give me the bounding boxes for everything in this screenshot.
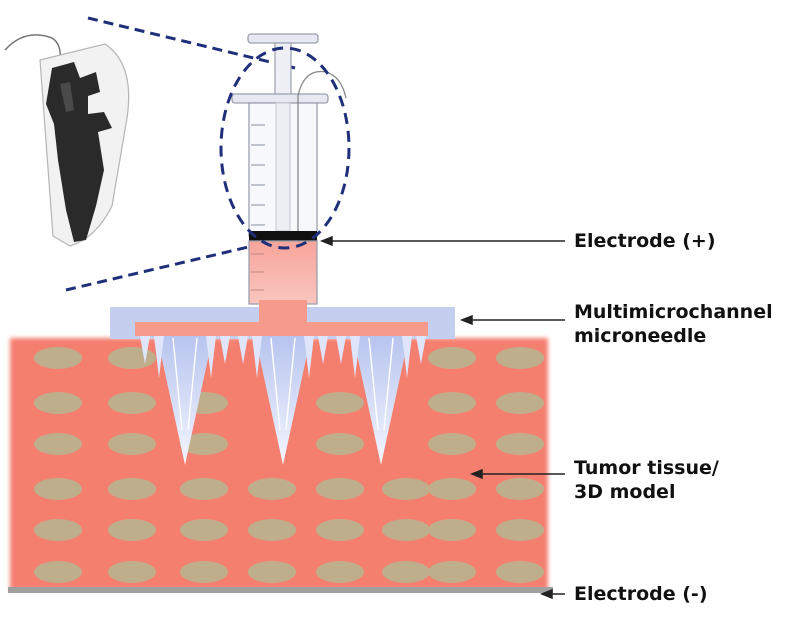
electrode-positive-plate <box>249 231 317 241</box>
label-electrode-positive: Electrode (+) <box>574 229 716 253</box>
tissue-cell <box>108 561 156 583</box>
microneedle-small <box>336 336 346 364</box>
tissue-cell <box>108 392 156 414</box>
syringe <box>219 33 351 305</box>
electrode-highlight <box>60 82 74 112</box>
tissue-cell <box>496 561 544 583</box>
tissue-cell <box>316 561 364 583</box>
tissue-cell <box>496 519 544 541</box>
tissue-cell <box>248 561 296 583</box>
tissue-cell <box>428 392 476 414</box>
microneedle-small <box>140 336 150 364</box>
label-microneedle: Multimicrochannel microneedle <box>574 300 773 348</box>
tissue-cell <box>180 561 228 583</box>
microchannel-line <box>383 337 394 431</box>
microneedle-small <box>416 336 426 364</box>
microneedle-small <box>318 336 328 364</box>
electrode-negative-plate <box>8 587 553 593</box>
tissue-cell <box>496 433 544 455</box>
tissue-cell <box>428 478 476 500</box>
tissue-cell <box>316 392 364 414</box>
tissue-cell <box>108 519 156 541</box>
tissue-cell <box>34 347 82 369</box>
microneedle-small <box>220 336 230 364</box>
tissue-cell <box>248 519 296 541</box>
tissue-cell <box>108 347 156 369</box>
label-tumor-tissue: Tumor tissue/ 3D model <box>574 456 719 504</box>
tissue-cell <box>34 433 82 455</box>
microneedle-small <box>350 336 360 378</box>
tissue-cell <box>496 347 544 369</box>
fluid-channel <box>259 300 307 324</box>
microchannel-line <box>270 337 281 431</box>
tissue-cell <box>316 519 364 541</box>
tissue-cell <box>180 519 228 541</box>
tissue-cell <box>180 478 228 500</box>
tissue-cell <box>180 433 228 455</box>
patch-base <box>135 322 428 336</box>
microneedle-small <box>402 336 412 378</box>
microchannel-line <box>285 337 296 431</box>
electrode-zoom-inset <box>4 34 130 247</box>
tissue-cell <box>428 561 476 583</box>
tissue-cell <box>496 478 544 500</box>
tumor-tissue <box>10 338 548 590</box>
arrowhead-electrode-neg <box>539 588 553 600</box>
microneedle-array <box>140 336 426 465</box>
zoom-line-top <box>87 16 296 70</box>
electrode-piece <box>46 62 112 242</box>
tissue-cell <box>34 519 82 541</box>
label-microneedle-line2: microneedle <box>574 325 707 347</box>
tissue-cell <box>34 392 82 414</box>
label-electrode-negative: Electrode (-) <box>574 582 708 606</box>
tissue-cell <box>428 433 476 455</box>
microneedle <box>255 336 311 465</box>
electrode-wire <box>4 34 62 63</box>
tissue-cell <box>248 478 296 500</box>
zoom-line-bottom <box>65 238 279 292</box>
tissue-cell <box>108 478 156 500</box>
microchannel-line <box>187 337 198 431</box>
label-microneedle-line1: Multimicrochannel <box>574 301 773 323</box>
tissue-cell <box>382 561 430 583</box>
plunger-cap <box>247 33 319 44</box>
tissue-cell <box>428 347 476 369</box>
label-tumor-line1: Tumor tissue/ <box>574 457 719 479</box>
tissue-cell <box>382 519 430 541</box>
label-tumor-line2: 3D model <box>574 481 676 503</box>
label-arrows <box>319 235 565 600</box>
tissue-cell <box>316 478 364 500</box>
arrowhead-tumor <box>469 468 483 480</box>
microchannel-line <box>368 337 379 431</box>
tissue-cell <box>428 519 476 541</box>
microneedle-small <box>154 336 164 378</box>
tissue-cell <box>316 433 364 455</box>
microneedle <box>157 336 213 465</box>
zoom-ellipse <box>219 46 351 250</box>
tissue-cell <box>34 561 82 583</box>
arrowhead-microneedle <box>459 314 473 326</box>
microneedle-patch <box>110 300 455 465</box>
microneedle-small <box>238 336 248 364</box>
barrel-flange <box>231 93 329 104</box>
plunger-inner <box>275 102 291 232</box>
tissue-cell <box>108 433 156 455</box>
label-electrode-negative-text: Electrode (-) <box>574 583 708 605</box>
plunger-rod <box>274 42 292 96</box>
microneedle-small <box>304 336 314 378</box>
label-electrode-positive-text: Electrode (+) <box>574 230 716 252</box>
arrowhead-electrode-pos <box>319 235 333 247</box>
tissue-cell <box>382 478 430 500</box>
barrel-graduations <box>251 124 265 226</box>
microneedle-small <box>206 336 216 378</box>
fluid-graduations <box>251 253 264 291</box>
microneedle-small <box>252 336 262 378</box>
microneedle <box>353 336 409 465</box>
tissue-cell <box>34 478 82 500</box>
microchannel-line <box>172 337 183 431</box>
tissue-cell <box>496 392 544 414</box>
